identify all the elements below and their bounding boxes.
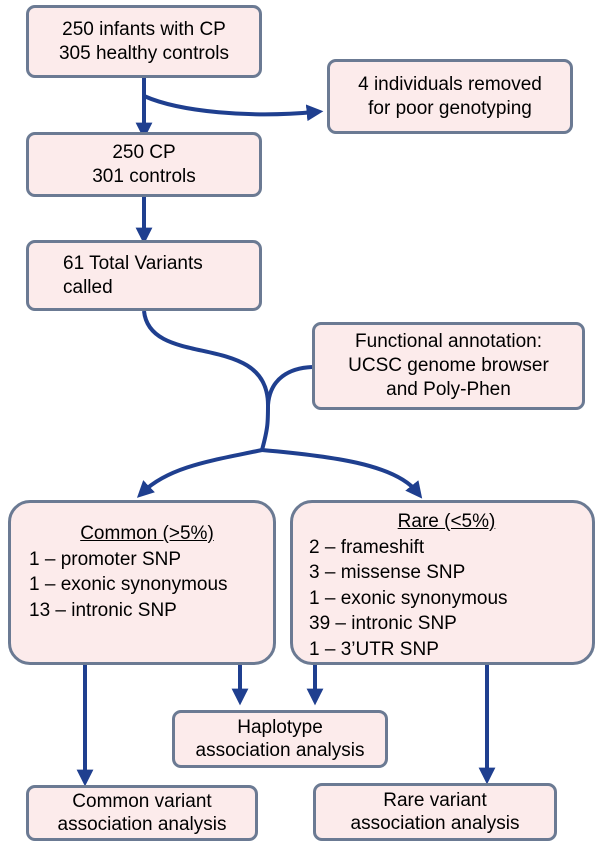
arrow-split-to-common bbox=[136, 448, 263, 498]
rare-item: 3 – missense SNP bbox=[309, 562, 466, 583]
variants-box: 61 Total Variants called bbox=[26, 240, 262, 311]
arrow-start-to-removed bbox=[143, 94, 324, 122]
rare-item: 2 – frameshift bbox=[309, 536, 425, 558]
haplotype-box: Haplotype association analysis bbox=[172, 710, 388, 768]
removed-line-2: for poor genotyping bbox=[368, 97, 532, 119]
start-box: 250 infants with CP 305 healthy controls bbox=[26, 5, 262, 78]
rare-item: 1 – 3’UTR SNP bbox=[309, 638, 439, 660]
annotation-line-3: and Poly-Phen bbox=[386, 379, 511, 400]
rare-box: Rare (<5%) 2 – frameshift 3 – missense S… bbox=[290, 500, 595, 665]
removed-box: 4 individuals removed for poor genotypin… bbox=[327, 59, 573, 134]
removed-line-1: 4 individuals removed bbox=[358, 73, 542, 95]
common-assoc-box: Common variant association analysis bbox=[26, 785, 258, 841]
start-line-2: 305 healthy controls bbox=[58, 42, 230, 64]
rare-header: Rare (<5%) bbox=[397, 511, 496, 532]
common-item: 1 – promoter SNP bbox=[29, 548, 182, 570]
rare-item: 1 – exonic synonymous bbox=[309, 587, 508, 609]
rare-item: 39 – intronic SNP bbox=[309, 613, 457, 634]
common-header: Common (>5%) bbox=[80, 523, 214, 544]
filtered-line-1: 250 CP bbox=[112, 141, 176, 163]
common-box: Common (>5%) 1 – promoter SNP 1 – exonic… bbox=[8, 500, 276, 665]
filtered-line-2: 301 controls bbox=[92, 165, 196, 187]
common-assoc-line-2: association analysis bbox=[57, 814, 227, 835]
annotation-line-1: Functional annotation: bbox=[355, 331, 542, 352]
common-item: 13 – intronic SNP bbox=[29, 599, 177, 621]
rare-assoc-line-1: Rare variant bbox=[383, 790, 487, 811]
curve-annotation-join bbox=[266, 365, 313, 406]
rare-assoc-line-2: association analysis bbox=[350, 813, 520, 834]
annotation-line-2: UCSC genome browser bbox=[348, 355, 549, 376]
filtered-box: 250 CP 301 controls bbox=[26, 132, 262, 197]
annotation-box: Functional annotation: UCSC genome brows… bbox=[312, 322, 585, 410]
start-line-1: 250 infants with CP bbox=[62, 18, 226, 40]
arrow-split-to-rare bbox=[261, 448, 423, 499]
variants-line-2: called bbox=[63, 276, 113, 298]
haplotype-line-1: Haplotype bbox=[237, 717, 323, 738]
common-assoc-line-1: Common variant bbox=[72, 791, 212, 812]
haplotype-line-2: association analysis bbox=[195, 740, 365, 761]
common-item: 1 – exonic synonymous bbox=[29, 574, 228, 595]
curve-variants-to-split bbox=[142, 310, 271, 451]
rare-assoc-box: Rare variant association analysis bbox=[313, 783, 557, 841]
variants-line-1: 61 Total Variants bbox=[63, 252, 203, 274]
